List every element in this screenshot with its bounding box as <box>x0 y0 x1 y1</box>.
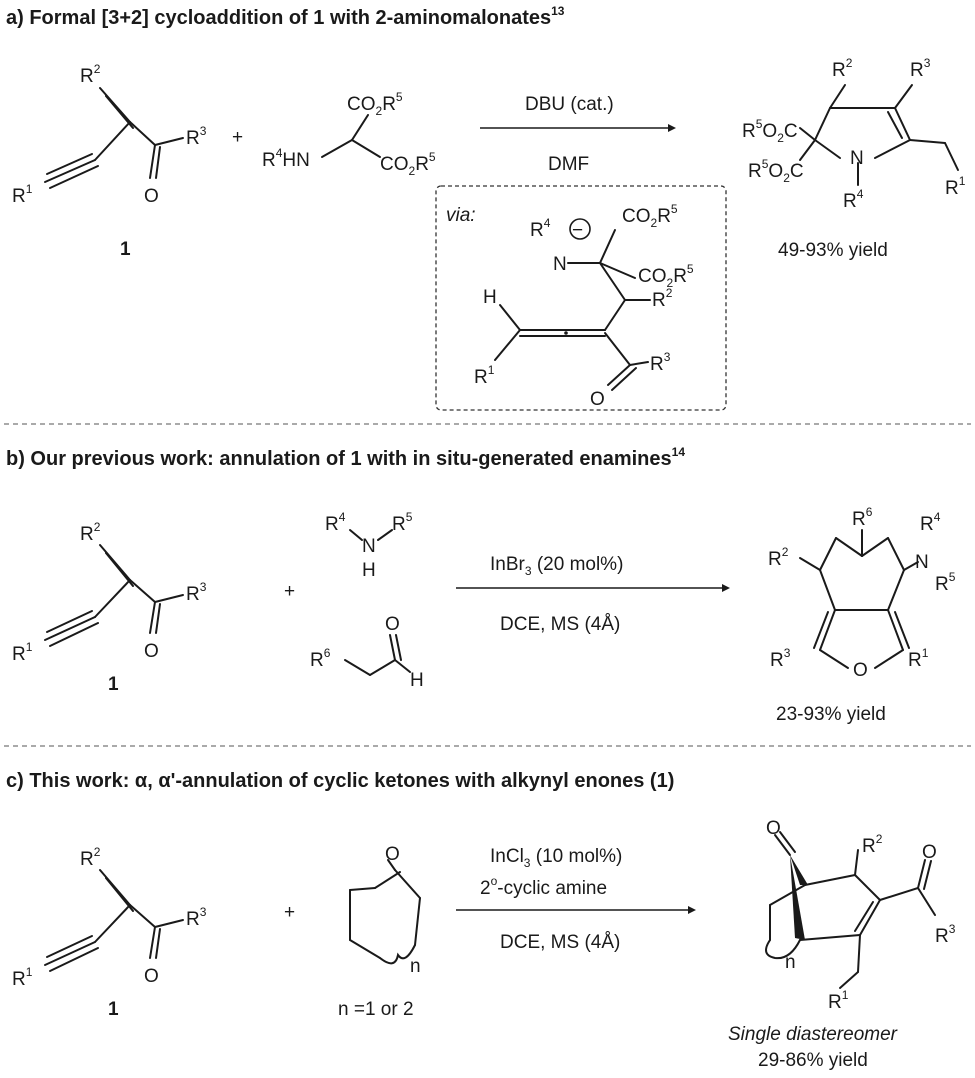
aminomalonate: R4HN CO2R5 CO2R5 <box>262 90 436 178</box>
label-r1-c: R1 <box>12 965 33 990</box>
label-r1: R1 <box>12 182 33 207</box>
label-r4-prod-a: R4 <box>843 187 864 212</box>
label-r5o2c-top: R5O2C <box>742 117 798 145</box>
label-r4-amine: R4 <box>325 510 346 535</box>
conditions-c: DCE, MS (4Å) <box>500 932 620 953</box>
label-r5-prod-b: R5 <box>935 570 956 595</box>
plus-sign-c: + <box>284 902 295 923</box>
reagent-c: InCl3 (10 mol%) <box>490 846 622 870</box>
label-r4-prod-b: R4 <box>920 510 941 535</box>
conditions-b: DCE, MS (4Å) <box>500 614 620 635</box>
label-r4hn: R4HN <box>262 146 310 171</box>
label-r6-prod-b: R6 <box>852 505 873 530</box>
label-r3: R3 <box>186 124 207 149</box>
label-co2r5-top: CO2R5 <box>347 90 403 118</box>
label-r1-prod-c: R1 <box>828 988 849 1013</box>
label-r4-int: R4 <box>530 216 551 241</box>
label-o: O <box>144 186 159 207</box>
label-r3-b: R3 <box>186 580 207 605</box>
label-r2-b: R2 <box>80 520 101 545</box>
label-r2-c: R2 <box>80 845 101 870</box>
arrowhead-b <box>722 584 730 592</box>
panel-c-product: O R2 O R3 n R1 Single diastereomer 29-86… <box>728 818 956 1071</box>
ketone-n-subscript: n <box>410 956 421 977</box>
label-r3-c: R3 <box>186 905 207 930</box>
via-label: via: <box>446 205 476 226</box>
label-o-ald: O <box>385 614 400 635</box>
plus-sign: + <box>232 127 243 148</box>
compound-1-label: 1 <box>120 239 131 260</box>
n-range: n =1 or 2 <box>338 999 414 1020</box>
cyclic-ketone: O n n =1 or 2 <box>338 844 421 1020</box>
label-r1-prod-a: R1 <box>945 174 966 199</box>
yield-b: 23-93% yield <box>776 704 886 725</box>
label-h-ald: H <box>410 670 424 691</box>
panel-c-alkynyl-enone: R2 R3 O R1 1 <box>12 845 207 1020</box>
label-r3-prod-b: R3 <box>770 646 791 671</box>
arrowhead-c <box>688 906 696 914</box>
product-n-subscript: n <box>785 952 796 973</box>
label-n-prod-a: N <box>850 148 864 169</box>
label-n-int: N <box>553 254 567 275</box>
carbanion-charge: − <box>572 220 583 241</box>
label-r3-int: R3 <box>650 350 671 375</box>
label-r3-prod-c: R3 <box>935 922 956 947</box>
label-h-amine: H <box>362 560 376 581</box>
label-r2-prod-c: R2 <box>862 832 883 857</box>
aldehyde: R6 O H <box>310 614 424 691</box>
label-co2r5-bottom: CO2R5 <box>380 150 436 178</box>
label-r3-prod-a: R3 <box>910 56 931 81</box>
yield-c: 29-86% yield <box>758 1050 868 1071</box>
amine-c: 2o-cyclic amine <box>480 874 607 899</box>
panel-c-title: c) This work: α, α'-annulation of cyclic… <box>6 770 674 792</box>
compound-1-label-c: 1 <box>108 999 119 1020</box>
plus-sign-b: + <box>284 581 295 602</box>
reagent-a: DBU (cat.) <box>525 94 614 115</box>
label-r2: R2 <box>80 62 101 87</box>
label-r5-amine: R5 <box>392 510 413 535</box>
label-r2-prod-a: R2 <box>832 56 853 81</box>
arrowhead-a <box>668 124 676 132</box>
intermediate-box <box>435 185 727 411</box>
reagent-b: InBr3 (20 mol%) <box>490 554 623 578</box>
panel-b-product: R2 R6 N R4 R5 R3 O R1 23-93% yield <box>768 505 956 725</box>
selectivity-label: Single diastereomer <box>728 1024 898 1045</box>
label-co2r5-int-b: CO2R5 <box>638 262 694 290</box>
label-r2-int: R2 <box>652 286 673 311</box>
label-o-prod-b: O <box>853 660 868 681</box>
label-o-int: O <box>590 389 605 410</box>
intermediate-structure: − R4 N CO2R5 CO2R5 R2 H R1 R3 O <box>474 202 694 410</box>
label-r6-ald: R6 <box>310 646 331 671</box>
label-n-prod-b: N <box>915 552 929 573</box>
label-o-acyl: O <box>922 842 937 863</box>
panel-a-alkynyl-enone: R2 R3 O R1 1 <box>12 62 207 260</box>
label-r1-b: R1 <box>12 640 33 665</box>
label-r1-int: R1 <box>474 363 495 388</box>
label-r2-prod-b: R2 <box>768 545 789 570</box>
label-co2r5-int-a: CO2R5 <box>622 202 678 230</box>
solvent-a: DMF <box>548 154 589 175</box>
panel-b-title: b) Our previous work: annulation of 1 wi… <box>6 445 685 470</box>
label-o-ketone: O <box>385 844 400 865</box>
label-n-amine: N <box>362 536 376 557</box>
label-o-c: O <box>144 966 159 987</box>
panel-a-product: R2 R3 R5O2C R5O2C N R4 R1 49-93% yield <box>742 56 966 261</box>
label-o-prod-c: O <box>766 818 781 839</box>
panel-b-alkynyl-enone: R2 R3 O R1 1 <box>12 520 207 695</box>
label-o-b: O <box>144 641 159 662</box>
panel-a-title: a) Formal [3+2] cycloaddition of 1 with … <box>6 4 565 29</box>
yield-a: 49-93% yield <box>778 240 888 261</box>
secondary-amine: R4 N H R5 <box>325 510 413 581</box>
label-r1-prod-b: R1 <box>908 646 929 671</box>
label-r5o2c-bottom: R5O2C <box>748 157 804 185</box>
compound-1-label-b: 1 <box>108 674 119 695</box>
label-h-int: H <box>483 287 497 308</box>
